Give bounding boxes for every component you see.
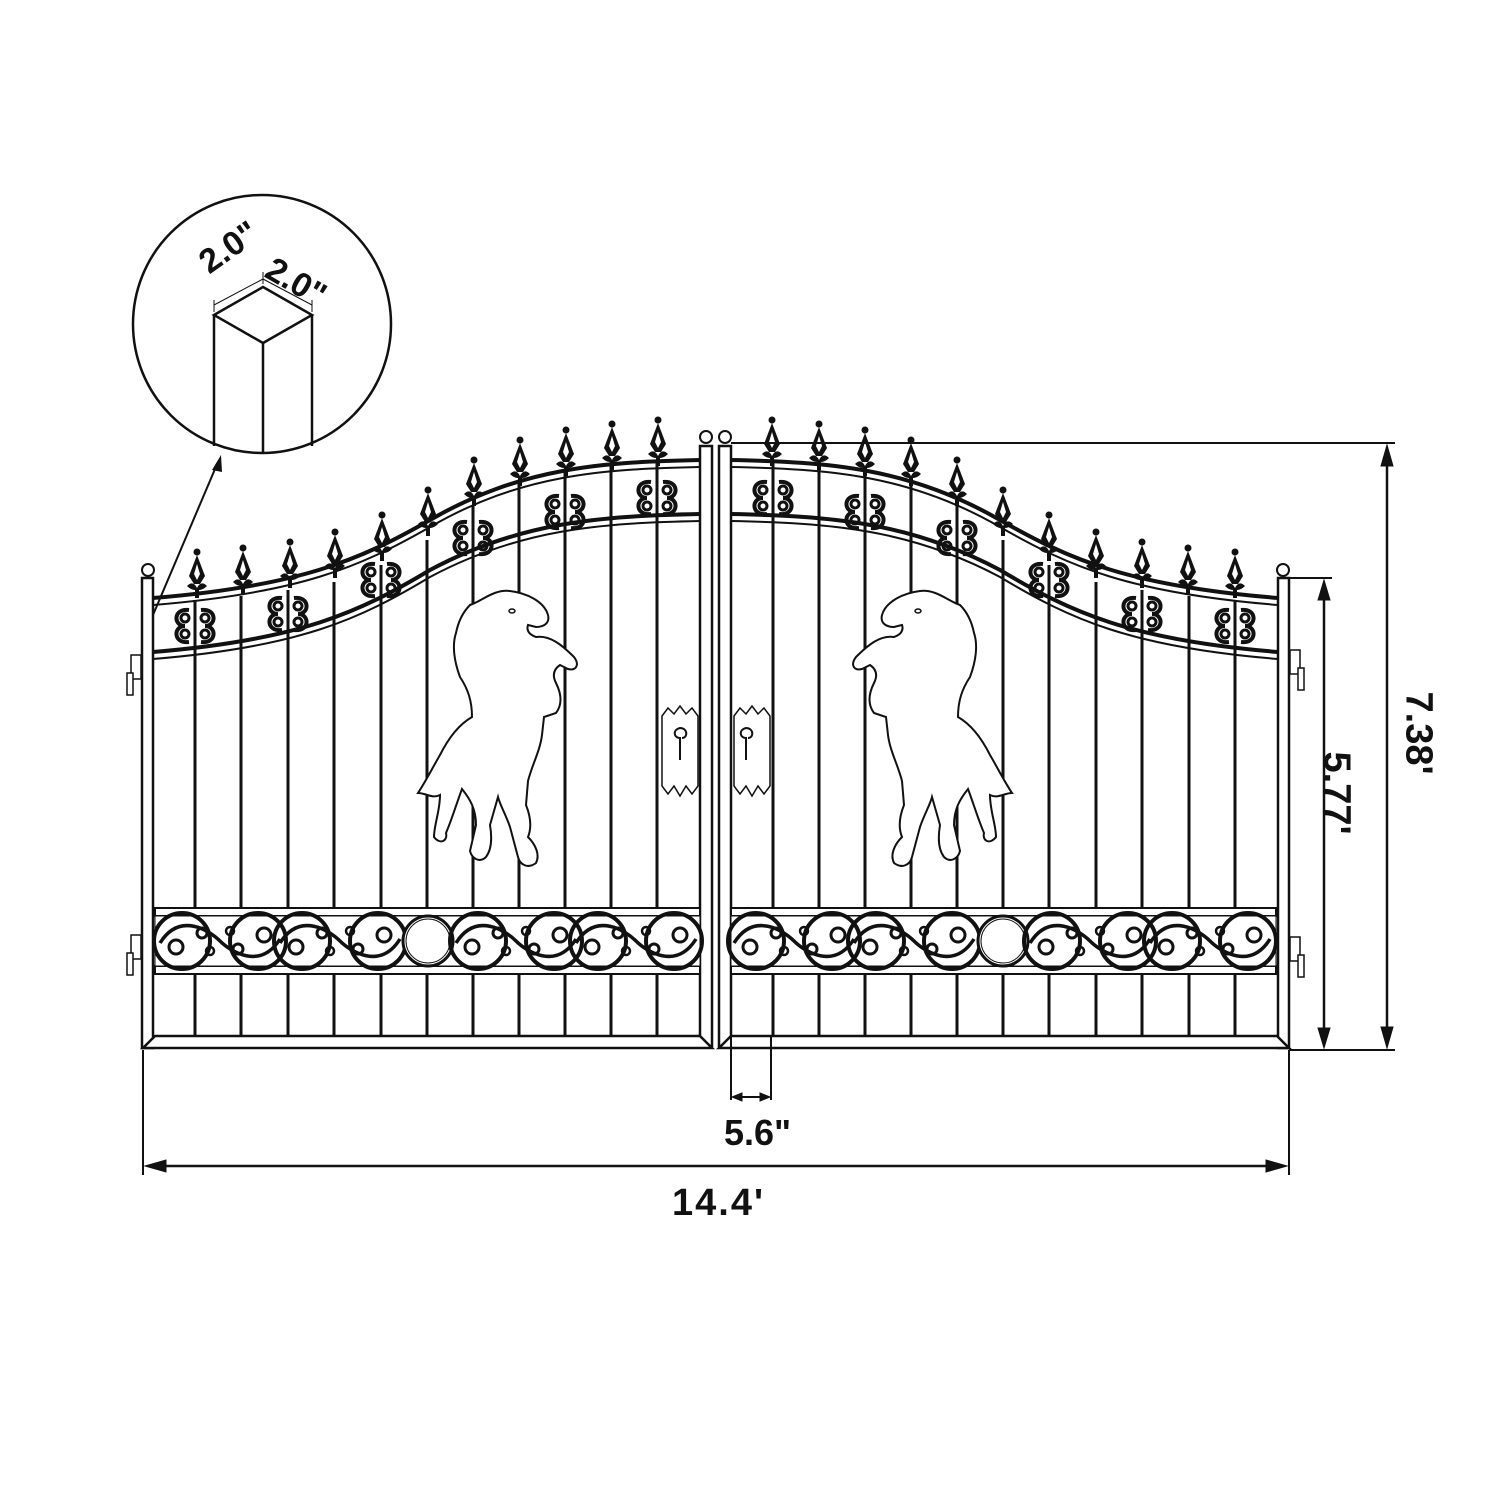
right-post (1276, 563, 1291, 1050)
post-detail-callout (131, 193, 393, 628)
overall-width-label: 14.4' (672, 1182, 765, 1224)
right-latch-ornament (733, 704, 771, 798)
hinge-left-bottom (130, 934, 142, 960)
left-post (140, 563, 155, 1050)
left-latch-ornament (661, 704, 699, 798)
gate (139, 430, 1293, 1050)
hinges (126, 649, 1305, 978)
hinge-left-top (130, 654, 142, 680)
overall-height-label: 7.38' (1397, 691, 1440, 775)
center-posts (698, 430, 733, 1048)
right-swirl-band (726, 911, 1278, 971)
left-horse-motif (417, 589, 578, 867)
hinge-right-top (1289, 649, 1301, 675)
hinge-right-bottom (1289, 936, 1301, 962)
left-swirl-band (152, 911, 704, 971)
side-height-label: 5.77' (1315, 751, 1358, 835)
right-horse-motif (852, 589, 1013, 867)
center-gap-label: 5.6" (724, 1112, 792, 1153)
dimension-lines (142, 442, 1395, 1175)
